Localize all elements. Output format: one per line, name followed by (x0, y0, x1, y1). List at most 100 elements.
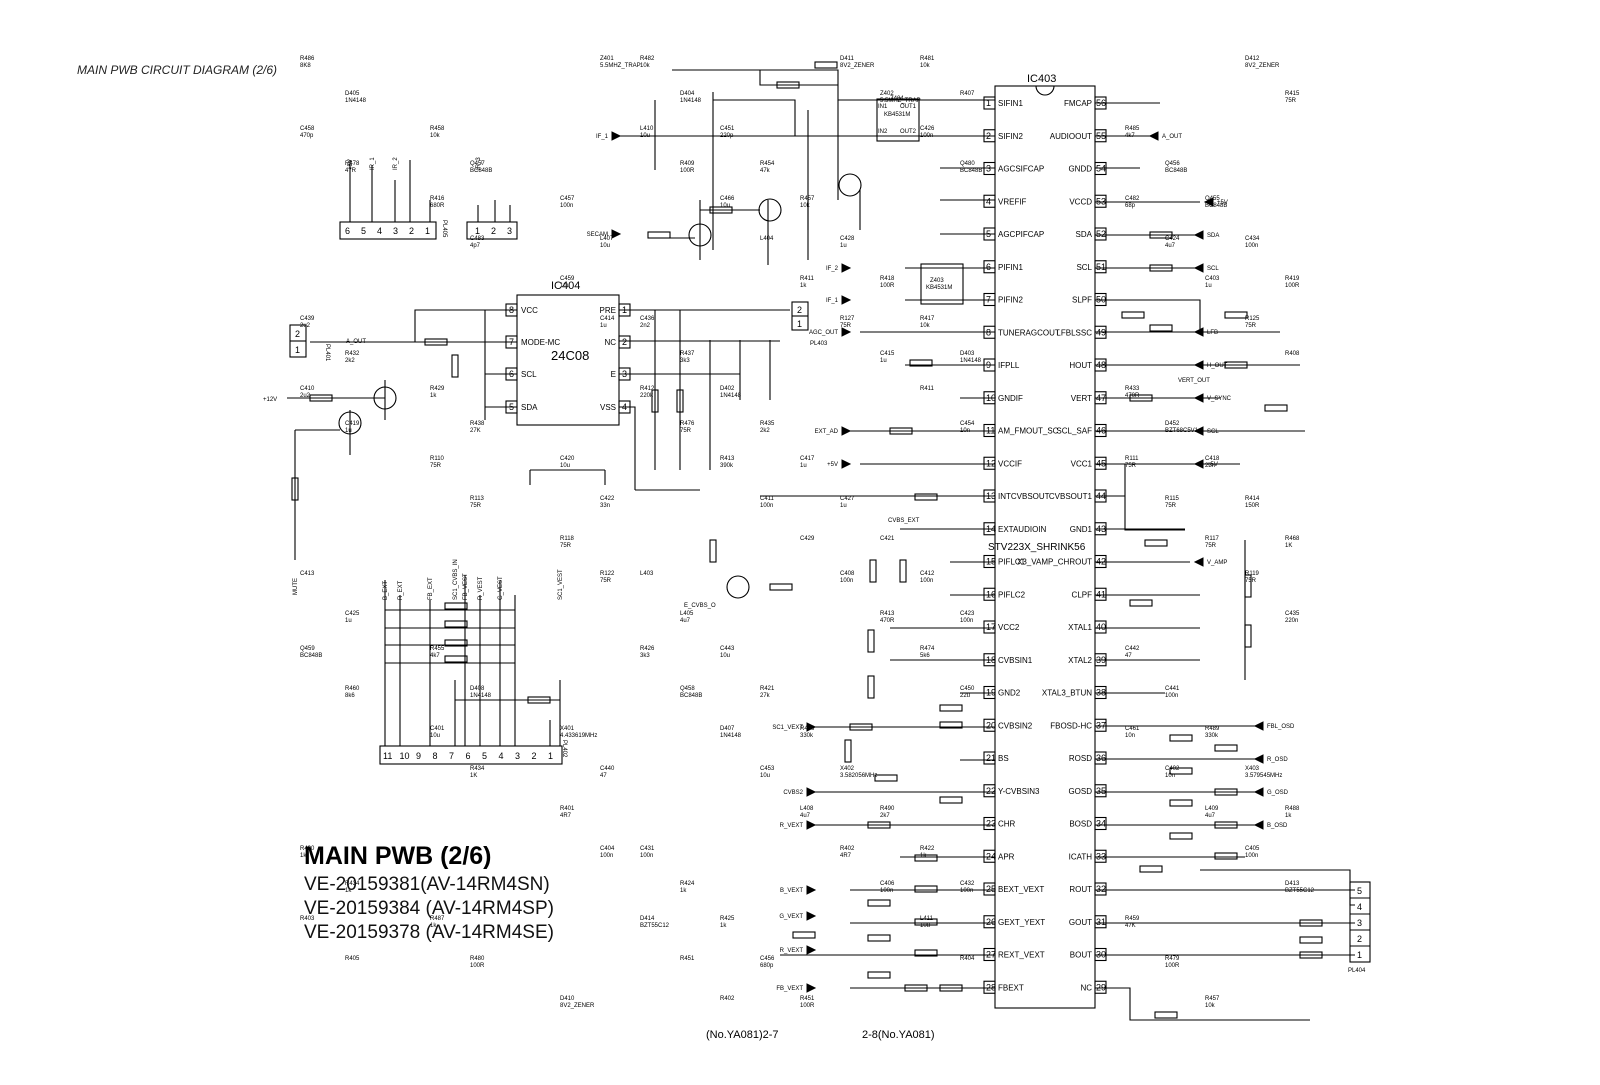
component-value: 10u (560, 283, 570, 289)
ic403-pin-name: GND1 (1070, 525, 1093, 534)
e-cvbs-label: E_CVBS_O (684, 603, 716, 609)
component-value: 100n (840, 578, 853, 584)
ic403-pin-box (983, 980, 996, 994)
ic403-pin-number: 38 (1096, 688, 1106, 698)
component-value: 1u (840, 243, 847, 249)
topleft-net-label: IR_3 (476, 157, 482, 170)
ic403-pin-box (983, 751, 996, 765)
ic404-pin-name: VSS (600, 403, 616, 412)
component-value: 47K (1125, 923, 1136, 929)
component-value: 1k (300, 853, 307, 859)
component-ref: R486 (300, 56, 315, 62)
component-ref: R110 (430, 456, 445, 462)
component-value: 1u (345, 428, 352, 434)
z404-out2: OUT2 (900, 129, 917, 135)
pl402-pin: 1 (548, 751, 553, 761)
component-value: 680R (430, 203, 445, 209)
component-value: 470R (880, 618, 895, 624)
component-value: 5.5MHZ_TRAP (880, 98, 921, 104)
component-ref: R411 (800, 276, 815, 282)
ic403-pin-number: 17 (986, 622, 996, 632)
component-ref: R118 (560, 536, 575, 542)
ic403-pin-number: 4 (986, 196, 991, 206)
ic403-pin-number: 30 (1096, 950, 1106, 960)
component-ref: R434 (345, 881, 360, 887)
component-value: 100n (920, 133, 933, 139)
component-ref: C419 (345, 421, 360, 427)
vert-out-label: VERT_OUT (1178, 378, 1210, 384)
component-ref: R468 (1285, 536, 1300, 542)
component-ref: Q457 (470, 161, 485, 167)
component-ref: R476 (800, 726, 815, 732)
component-value: 75R (470, 503, 482, 509)
component-value: 10n (960, 428, 970, 434)
component-ref: C431 (640, 846, 655, 852)
component-ref: R490 (880, 806, 895, 812)
component-ref: R405 (345, 956, 360, 962)
component-value: 100n (960, 618, 973, 624)
net-label: IF_1 (596, 134, 609, 140)
component-ref: R408 (1285, 351, 1300, 357)
ic403-pin-box (1094, 882, 1107, 896)
component-ref: C435 (1285, 611, 1300, 617)
component-value: 150R (1245, 503, 1260, 509)
component-value: 22n (1205, 463, 1215, 469)
component-ref: R418 (880, 276, 895, 282)
ic404-pin-number: 5 (509, 402, 514, 412)
ic403-ref: IC403 (1027, 73, 1056, 85)
component-value: 330k (800, 733, 814, 739)
net-label: SC1_VEXT (772, 725, 803, 731)
net-label: V_SYNC (1207, 396, 1232, 402)
ic404-pin-name: E (611, 370, 616, 379)
component-value: 10k (430, 133, 441, 139)
net-flag-icon (1193, 327, 1204, 337)
component-value: 10u (720, 653, 730, 659)
component-ref: R424 (680, 881, 695, 887)
component-value: 3k3 (680, 358, 690, 364)
component-value: 390k (720, 463, 734, 469)
ic403-part: STV223X_SHRINK56 (988, 542, 1086, 553)
z404-in2: IN2 (878, 129, 888, 135)
component-value: 100n (1165, 693, 1178, 699)
component-ref: C483 (470, 236, 485, 242)
pl402-label: PL402 (561, 740, 567, 758)
component-value: 100n (760, 503, 773, 509)
component-ref: C423 (960, 611, 975, 617)
component-ref: C459 (560, 276, 575, 282)
component-ref: R419 (1285, 276, 1300, 282)
ic404-pin-box (618, 335, 631, 349)
ic403-pin-number: 53 (1096, 196, 1106, 206)
component-ref: R485 (1125, 126, 1140, 132)
component-ref: R115 (1165, 496, 1180, 502)
net-label: +5V (1217, 200, 1228, 206)
pl402-net-label: B_EXT (383, 581, 389, 600)
pl402-pin: 6 (466, 751, 471, 761)
ic403-pin-box (1094, 423, 1107, 438)
pl402-pin: 3 (515, 751, 520, 761)
component-value: 10n (1165, 773, 1175, 779)
component-ref: C406 (880, 881, 895, 887)
pl402-net-label: FB_EXT (428, 577, 434, 600)
component-ref: R454 (760, 161, 775, 167)
component-ref: C453 (760, 766, 775, 772)
ic403-pin-number: 9 (986, 360, 991, 370)
ic403-pin-box (983, 522, 996, 536)
pl404-body (1349, 881, 1371, 963)
component-ref: C420 (560, 456, 575, 462)
pl404-label: PL404 (1348, 968, 1366, 974)
pl402-pin: 2 (532, 751, 537, 761)
component-value: 75R (560, 543, 572, 549)
component-value: 47R (345, 168, 357, 174)
net-label: R_OSD (1267, 757, 1288, 763)
component-value: 10k (920, 63, 931, 69)
ic403-pin-number: 44 (1096, 491, 1106, 501)
ic403-pin-number: 34 (1096, 819, 1106, 829)
ic403-pin-number: 1 (986, 98, 991, 108)
component-ref: D404 (680, 91, 695, 97)
component-ref: R127 (840, 316, 855, 322)
component-ref: C457 (560, 196, 575, 202)
model-line-1: VE-20159381(AV-14RM4SN) (304, 874, 550, 895)
ic403-pin-name: PIFIN1 (998, 263, 1023, 272)
ic403-pin-box (1094, 456, 1107, 470)
ic403-pin-name: HOUT (1069, 361, 1092, 370)
